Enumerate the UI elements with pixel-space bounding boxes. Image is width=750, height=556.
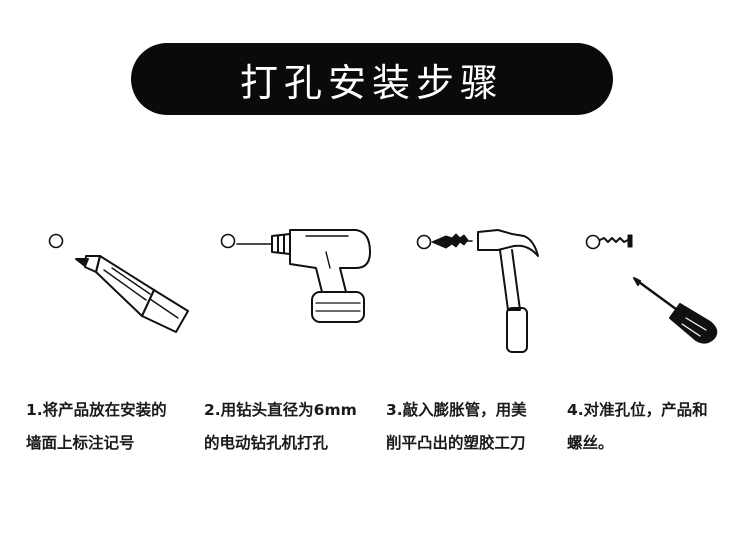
title-banner: 打孔安装步骤	[131, 43, 613, 115]
step-4-line1: 4.对准孔位，产品和	[567, 401, 708, 419]
step-4-caption: 4.对准孔位，产品和 螺丝。	[567, 394, 743, 460]
step-1-line2: 墙面上标注记号	[26, 434, 135, 452]
step-3-line2: 削平凸出的塑胶工刀	[386, 434, 526, 452]
marker-pen-icon	[48, 233, 189, 333]
hole-mark-icon	[48, 233, 64, 249]
step-3-line1: 3.敲入膨胀管，用美	[386, 401, 527, 419]
step-2-line1: 2.用钻头直径为6mm	[204, 401, 357, 419]
hole-mark-icon	[585, 234, 601, 250]
step-4-line2: 螺丝。	[567, 434, 614, 452]
step-2-caption: 2.用钻头直径为6mm 的电动钻孔机打孔	[204, 394, 380, 460]
page-title: 打孔安装步骤	[239, 60, 504, 105]
step-1-caption: 1.将产品放在安装的 墙面上标注记号	[26, 394, 202, 460]
step-3-caption: 3.敲入膨胀管，用美 削平凸出的塑胶工刀	[386, 394, 562, 460]
hole-mark-icon	[416, 234, 432, 250]
hammer-anchor-icon	[416, 229, 539, 353]
power-drill-icon	[220, 229, 371, 323]
hole-mark-icon	[220, 233, 236, 249]
screwdriver-screw-icon	[585, 234, 718, 344]
step-2-line2: 的电动钻孔机打孔	[204, 434, 329, 452]
step-1-line1: 1.将产品放在安装的	[26, 401, 167, 419]
